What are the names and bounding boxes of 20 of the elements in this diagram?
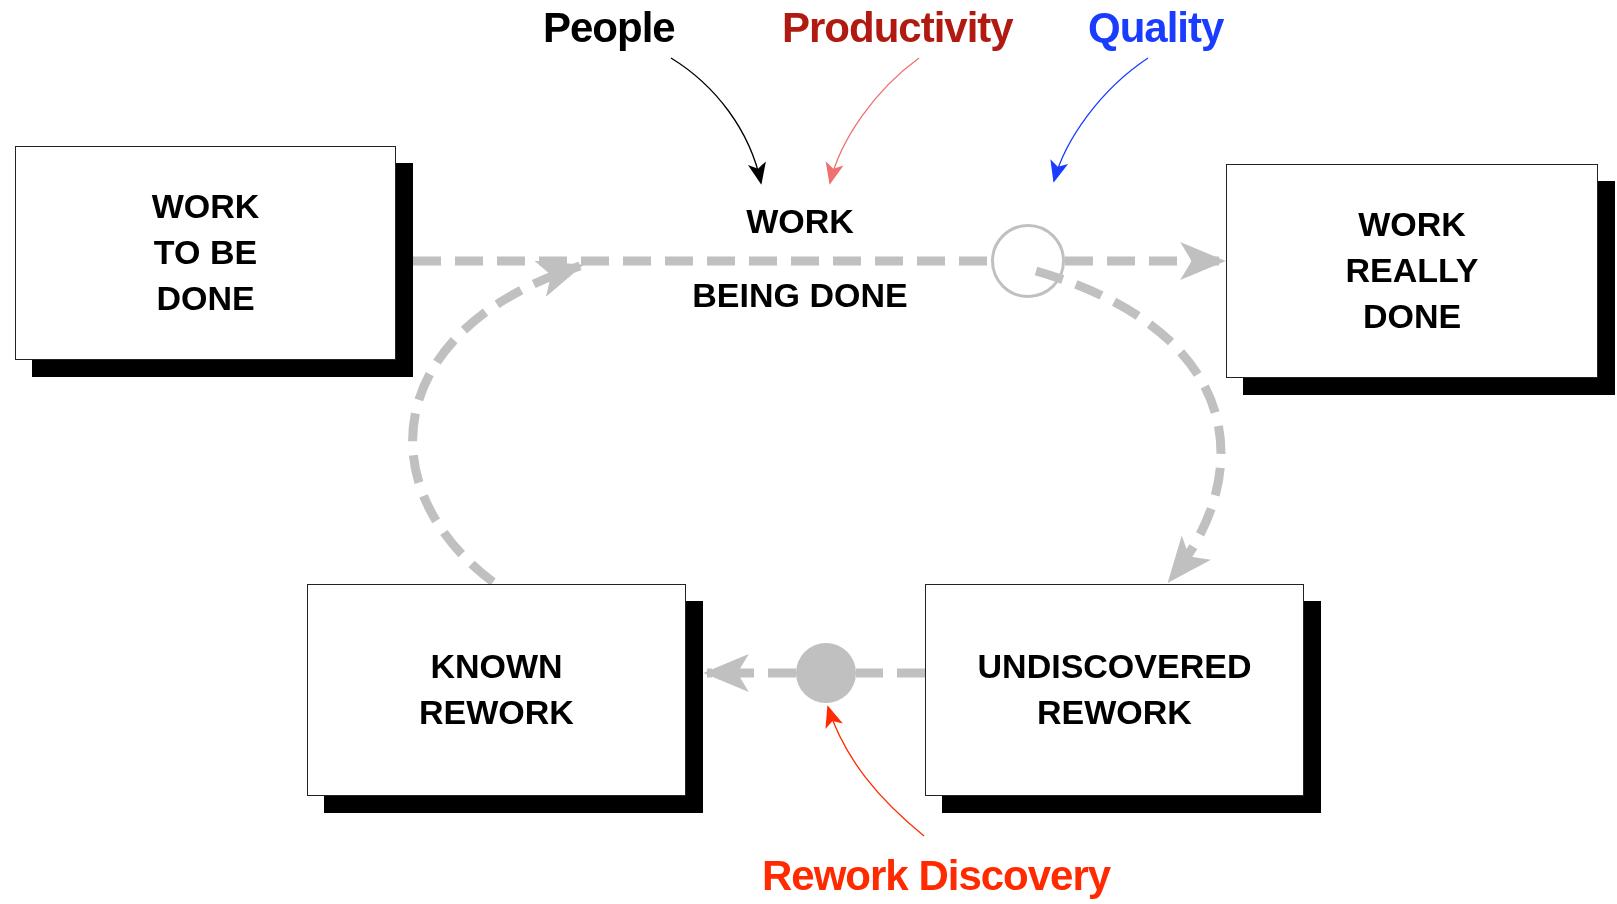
- flow-arrow: [703, 654, 796, 692]
- stock-label: WORK TO BE DONE: [150, 186, 261, 319]
- flow-label: WORK: [746, 201, 854, 241]
- variable-label: Quality: [1088, 4, 1224, 52]
- influence-arrow: [826, 705, 925, 837]
- influence-arrow: [1051, 57, 1149, 183]
- stock-label: WORK REALLY DONE: [1344, 204, 1480, 337]
- flow-label: BEING DONE: [692, 275, 908, 315]
- flow-arrow: [1065, 242, 1226, 280]
- stock-label: KNOWN REWORK: [418, 646, 575, 733]
- flow-line: [856, 668, 925, 678]
- variable-label: Productivity: [782, 4, 1013, 52]
- flow-arrow: [1034, 266, 1225, 584]
- valve-circle: [991, 224, 1065, 298]
- influence-arrow: [670, 57, 766, 185]
- variable-label: People: [543, 4, 675, 52]
- stock-label: UNDISCOVERED REWORK: [976, 646, 1253, 733]
- variable-label: Rework Discovery: [762, 852, 1111, 900]
- influence-arrow: [826, 57, 920, 185]
- flow-arrow: [408, 261, 584, 586]
